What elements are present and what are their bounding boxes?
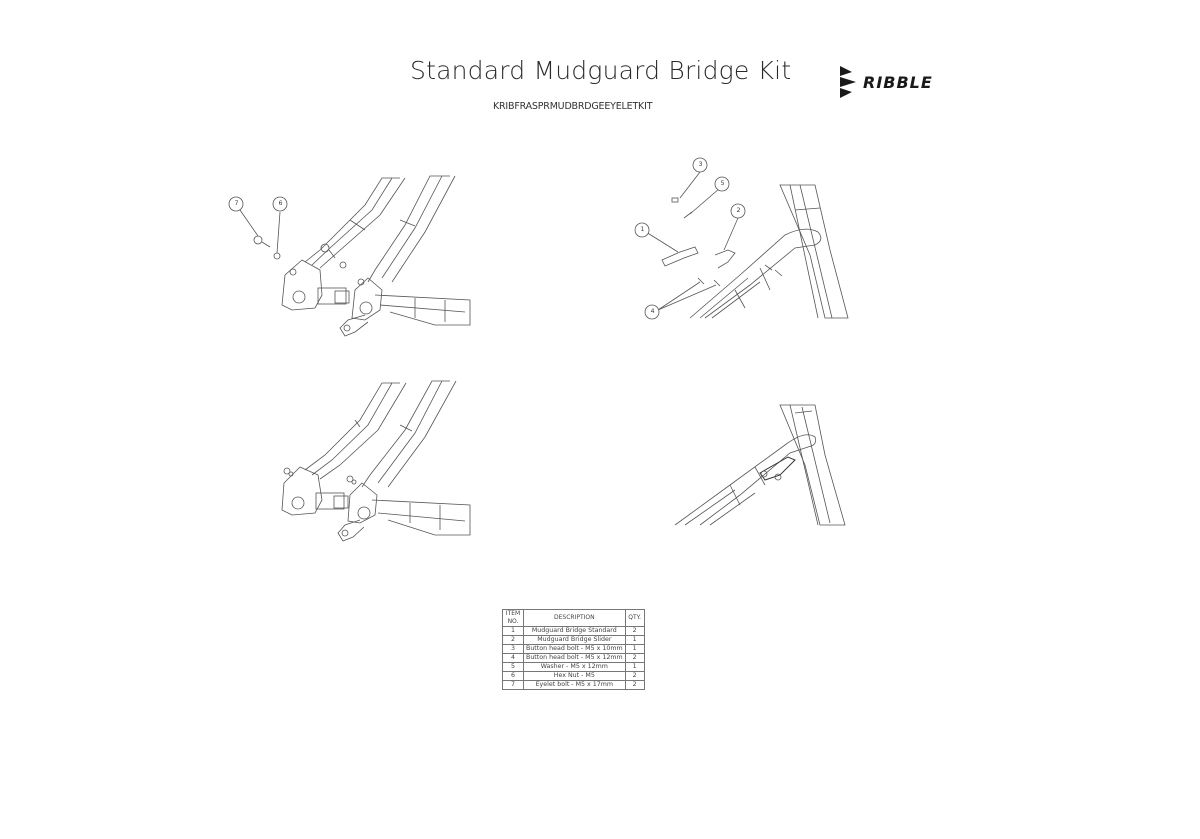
- bom-item-no: 3: [502, 644, 524, 654]
- bom-qty: 1: [624, 635, 645, 645]
- bom-row: 6 Hex Nut - M5 2: [502, 671, 645, 681]
- bom-qty: 1: [624, 662, 645, 672]
- bom-qty: 2: [624, 653, 645, 663]
- bom-description: Hex Nut - M5: [523, 671, 626, 681]
- bom-row: 3 Button head bolt - M5 x 10mm 1: [502, 644, 645, 654]
- bom-qty: 2: [624, 626, 645, 636]
- bom-item-no: 6: [502, 671, 524, 681]
- bom-row: 7 Eyelet bolt - M5 x 17mm 2: [502, 680, 645, 690]
- callout-7: 7: [234, 200, 239, 207]
- brand-name: RIBBLE: [863, 72, 933, 92]
- callout-6: 6: [278, 200, 283, 207]
- callout-2: 2: [736, 207, 741, 214]
- bom-row: 5 Washer - M5 x 12mm 1: [502, 662, 645, 672]
- document-title: Standard Mudguard Bridge Kit: [410, 56, 792, 85]
- rear-dropout-assembled-view: [281, 380, 471, 542]
- bom-item-no: 2: [502, 635, 524, 645]
- part-code: KRIBFRASPRMUDBRDGEEYELETKIT: [493, 101, 653, 112]
- callout-3: 3: [698, 161, 703, 168]
- bom-description: Button head bolt - M5 x 12mm: [523, 653, 626, 663]
- callout-4: 4: [650, 308, 655, 315]
- bom-item-no: 1: [502, 626, 524, 636]
- bom-row: 4 Button head bolt - M5 x 12mm 2: [502, 653, 645, 663]
- seatstay-bridge-assembled-view: [674, 404, 846, 526]
- bom-header-item-line1: ITEM: [505, 610, 521, 617]
- callout-5: 5: [720, 180, 725, 187]
- bill-of-materials-table: ITEM NO. DESCRIPTION QTY. 1 Mudguard Bri…: [502, 609, 645, 690]
- bom-header-item-line2: NO.: [507, 618, 519, 625]
- bom-header-qty: QTY.: [624, 609, 645, 627]
- bom-item-no: 7: [502, 680, 524, 690]
- bom-description: Button head bolt - M5 x 10mm: [523, 644, 626, 654]
- seatstay-bridge-exploded-view: [634, 157, 849, 320]
- bom-row: 2 Mudguard Bridge Slider 1: [502, 635, 645, 645]
- rear-dropout-exploded-view: [228, 175, 471, 337]
- bom-header-item: ITEM NO.: [502, 609, 524, 627]
- bom-description: Mudguard Bridge Slider: [523, 635, 626, 645]
- bom-header-row: ITEM NO. DESCRIPTION QTY.: [502, 609, 645, 627]
- bom-description: Washer - M5 x 12mm: [523, 662, 626, 672]
- bom-description: Mudguard Bridge Standard: [523, 626, 626, 636]
- bom-qty: 2: [624, 680, 645, 690]
- bom-item-no: 5: [502, 662, 524, 672]
- brand-logo: RIBBLE: [838, 66, 933, 98]
- bom-item-no: 4: [502, 653, 524, 663]
- ribble-chevron-icon: [840, 66, 856, 98]
- bom-qty: 2: [624, 671, 645, 681]
- callout-1: 1: [640, 226, 645, 233]
- bom-header-description: DESCRIPTION: [523, 609, 626, 627]
- bom-row: 1 Mudguard Bridge Standard 2: [502, 626, 645, 636]
- bom-description: Eyelet bolt - M5 x 17mm: [523, 680, 626, 690]
- bom-qty: 1: [624, 644, 645, 654]
